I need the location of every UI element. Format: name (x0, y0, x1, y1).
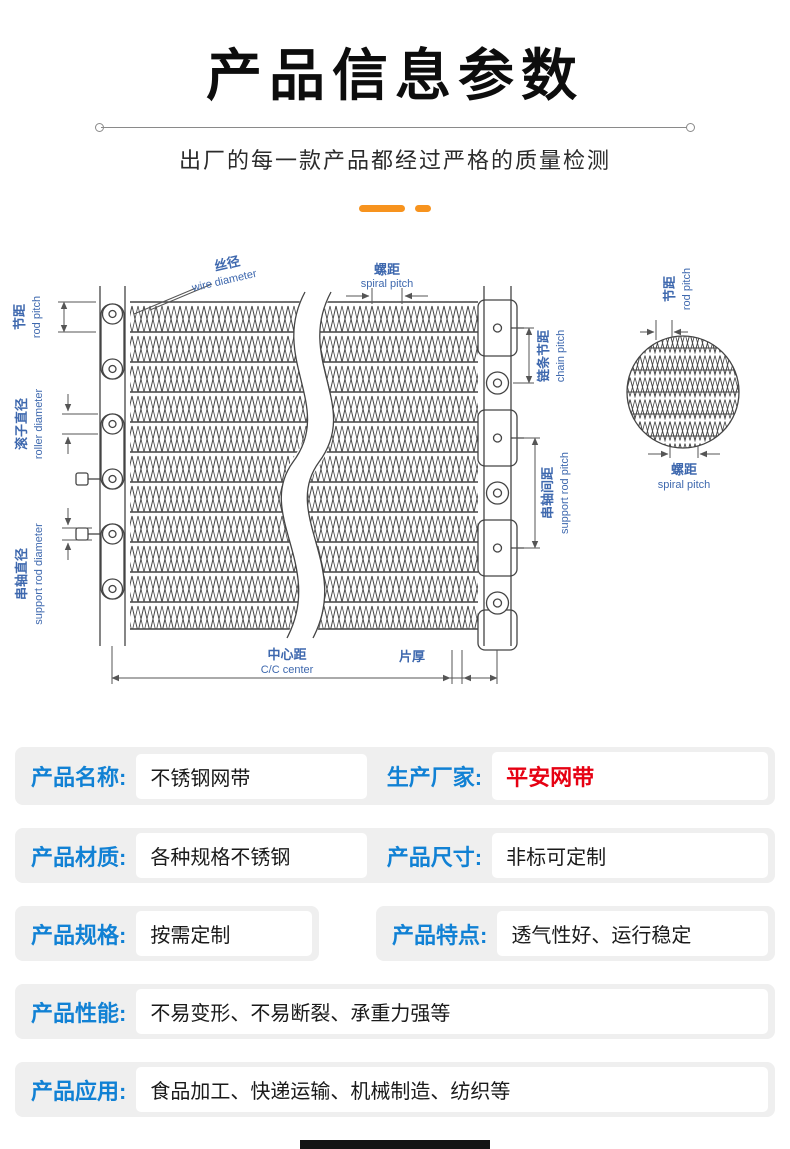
spec-label-performance: 产品性能: (31, 1000, 127, 1026)
label-roller-diameter-en: roller diameter (33, 389, 45, 460)
label-detail-rod-pitch-cn: 节距 (662, 276, 677, 302)
detail-circle (626, 335, 740, 450)
mesh-belt-diagram: 丝径 wire diameter 螺距 spiral pitch 节距 rod … (0, 244, 790, 699)
label-cc-center-en: C/C center (261, 664, 314, 676)
label-roller-diameter-cn: 滚子直径 (14, 398, 29, 450)
spec-row-spec-feature: 产品规格: 按需定制 产品特点: 透气性好、运行稳定 (15, 906, 775, 962)
divider-right-circle-icon (686, 123, 695, 133)
spec-box-feature: 产品特点: 透气性好、运行稳定 (376, 906, 775, 962)
label-detail-spiral-pitch-en: spiral pitch (658, 479, 711, 491)
spec-box: 产品名称: 不锈钢网带 生产厂家: 平安网带 (15, 747, 775, 806)
spec-box-application: 产品应用: 食品加工、快递运输、机械制造、纺织等 (15, 1062, 775, 1118)
accent-dash-short (415, 205, 431, 213)
spec-row-application: 产品应用: 食品加工、快递运输、机械制造、纺织等 (15, 1062, 775, 1118)
label-spiral-pitch-cn: 螺距 (374, 262, 400, 277)
rod-pin (75, 472, 89, 487)
product-spec-list: 产品名称: 不锈钢网带 生产厂家: 平安网带 产品材质: 各种规格不锈钢 产品尺… (0, 747, 790, 1118)
spec-box: 产品材质: 各种规格不锈钢 产品尺寸: 非标可定制 (15, 828, 775, 884)
label-support-rod-diameter-cn: 串轴直径 (14, 548, 29, 600)
mesh-belt-diagram-svg: 丝径 wire diameter 螺距 spiral pitch 节距 rod … (12, 254, 740, 685)
rod-pin (75, 527, 89, 542)
spec-pair-size: 产品尺寸: 非标可定制 (375, 833, 768, 879)
label-chain-pitch-cn: 链条节距 (536, 330, 551, 383)
accent-dashes (0, 205, 790, 213)
spec-value-specification: 按需定制 (136, 911, 312, 957)
label-support-rod-diameter-en: support rod diameter (33, 523, 45, 625)
spec-pair-product-name: 产品名称: 不锈钢网带 (19, 753, 375, 799)
right-chain (477, 286, 524, 652)
spec-box-specification: 产品规格: 按需定制 (15, 906, 319, 962)
spec-value-product-name: 不锈钢网带 (136, 753, 367, 799)
spec-label-application: 产品应用: (31, 1078, 127, 1104)
bottom-divider-bar (300, 1140, 490, 1149)
divider-line (101, 127, 689, 129)
left-chain (75, 286, 126, 647)
spec-value-size: 非标可定制 (492, 833, 768, 879)
page-title: 产品信息参数 (206, 44, 584, 107)
spec-value-performance: 不易变形、不易断裂、承重力强等 (136, 989, 768, 1035)
label-cc-center-cn: 中心距 (267, 647, 306, 662)
spec-label-manufacturer: 生产厂家: (386, 765, 483, 791)
spec-box-performance: 产品性能: 不易变形、不易断裂、承重力强等 (15, 984, 775, 1040)
belt-drawing (75, 286, 740, 652)
spec-pair-manufacturer: 生产厂家: 平安网带 (375, 752, 768, 801)
spec-label-specification: 产品规格: (31, 922, 127, 948)
spec-label-product-name: 产品名称: (31, 765, 127, 791)
header: 产品信息参数 出厂的每一款产品都经过严格的质量检测 (0, 0, 790, 213)
spec-label-feature: 产品特点: (392, 922, 488, 948)
spec-value-application: 食品加工、快递运输、机械制造、纺织等 (136, 1067, 768, 1113)
label-chain-pitch-en: chain pitch (555, 330, 567, 383)
spec-value-feature: 透气性好、运行稳定 (497, 911, 768, 957)
spec-label-size: 产品尺寸: (386, 844, 483, 870)
spec-value-manufacturer: 平安网带 (492, 752, 768, 801)
spec-row-material-size: 产品材质: 各种规格不锈钢 产品尺寸: 非标可定制 (15, 828, 775, 884)
label-rod-pitch-cn: 节距 (12, 304, 27, 330)
spec-row-name-manufacturer: 产品名称: 不锈钢网带 生产厂家: 平安网带 (15, 747, 775, 806)
label-support-rod-pitch-en: support rod pitch (559, 452, 571, 534)
spec-pair-material: 产品材质: 各种规格不锈钢 (19, 833, 375, 879)
spec-row-performance: 产品性能: 不易变形、不易断裂、承重力强等 (15, 984, 775, 1040)
label-detail-spiral-pitch-cn: 螺距 (671, 462, 697, 477)
spec-value-material: 各种规格不锈钢 (136, 833, 367, 879)
dimension-lines (58, 283, 720, 685)
accent-dash-long (359, 205, 405, 213)
label-spiral-pitch-en: spiral pitch (361, 278, 414, 290)
label-rod-pitch-en: rod pitch (31, 296, 43, 338)
label-wire-diameter-cn: 丝径 (213, 254, 242, 274)
break-line (280, 286, 335, 645)
label-detail-rod-pitch-en: rod pitch (681, 268, 693, 310)
label-sheet-thickness-cn: 片厚 (399, 649, 425, 664)
label-support-rod-pitch-cn: 串轴间距 (540, 467, 555, 519)
subtitle-divider (95, 123, 695, 133)
spec-label-material: 产品材质: (31, 844, 127, 870)
subtitle: 出厂的每一款产品都经过严格的质量检测 (178, 148, 611, 174)
